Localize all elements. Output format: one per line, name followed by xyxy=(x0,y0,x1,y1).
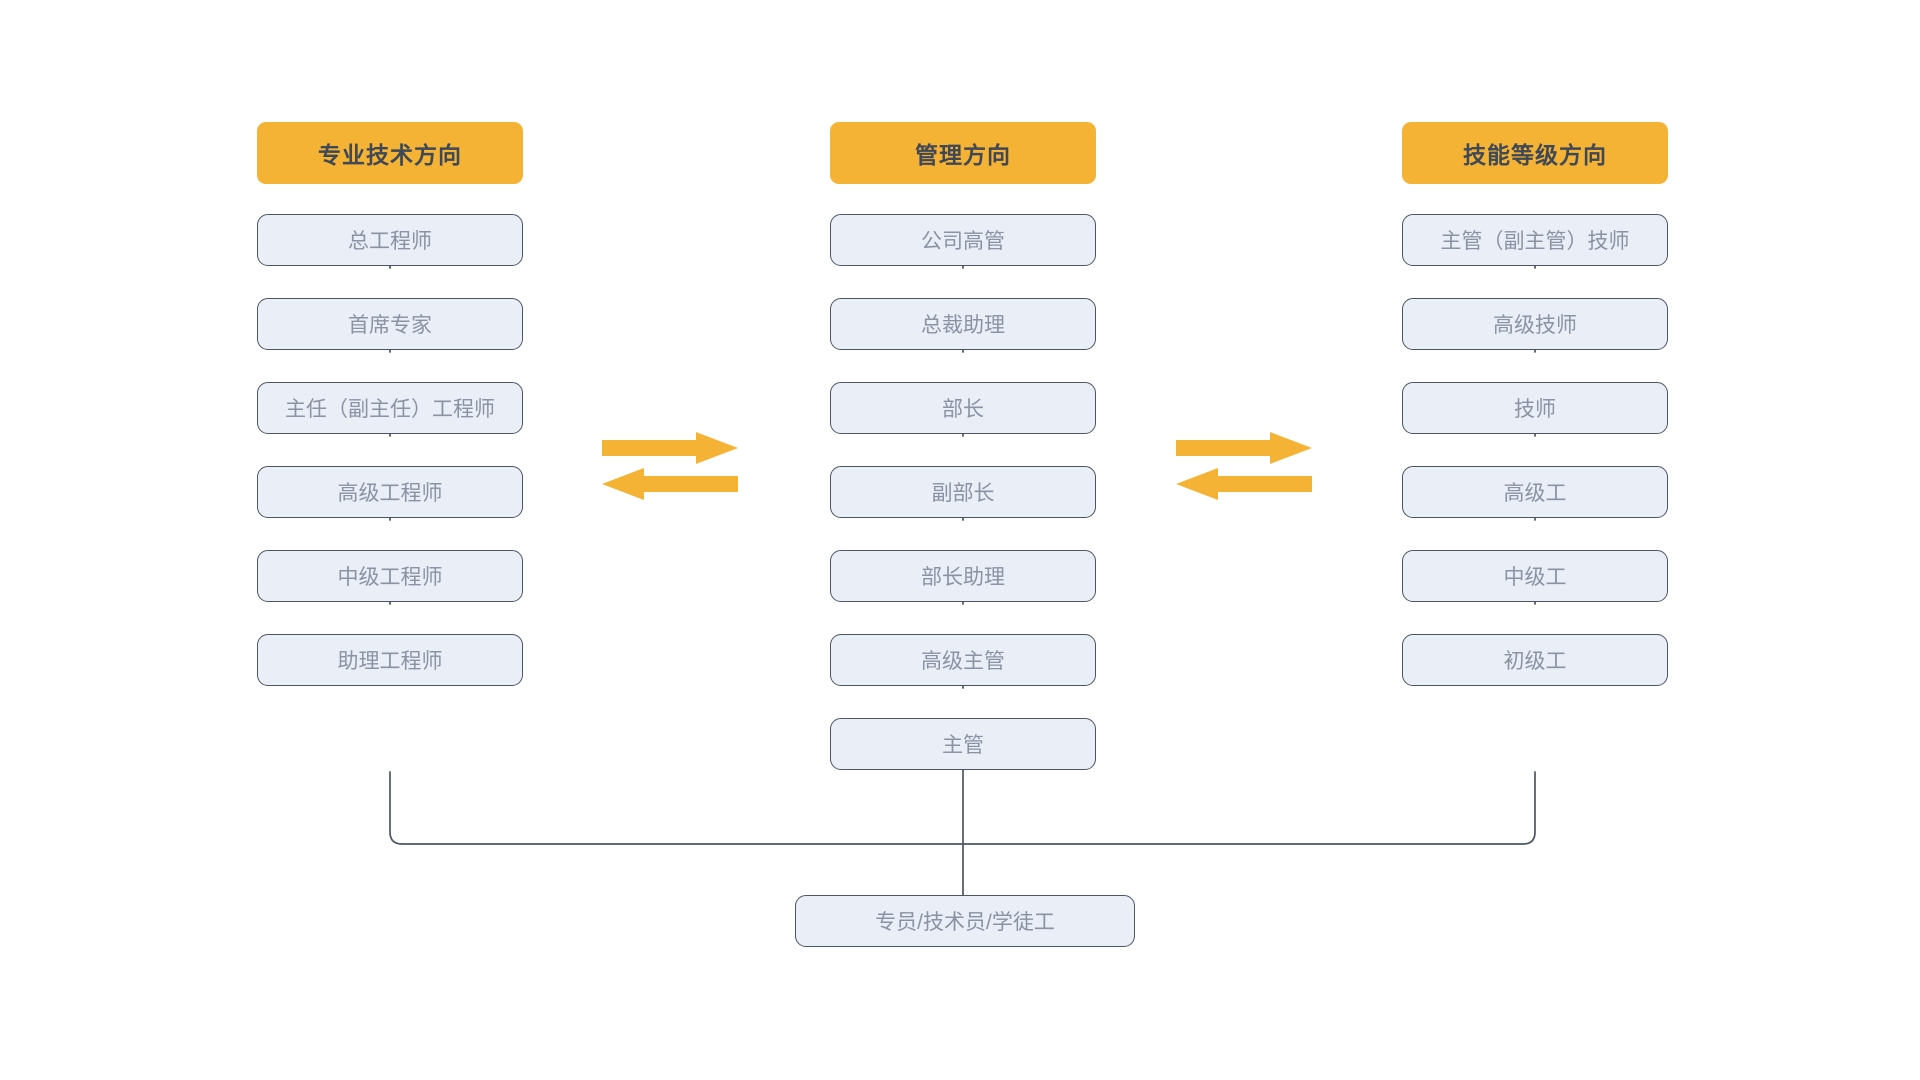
node-skill-6[interactable]: 初级工 xyxy=(1402,634,1668,686)
node-skill-2[interactable]: 高级技师 xyxy=(1402,298,1668,350)
exchange-arrows-icon xyxy=(1176,432,1312,500)
column-management: 管理方向 xyxy=(830,122,1096,184)
node-technical-1[interactable]: 总工程师 xyxy=(257,214,523,266)
arrow-left-icon xyxy=(1176,468,1312,500)
node-management-3[interactable]: 部长 xyxy=(830,382,1096,434)
node-technical-3[interactable]: 主任（副主任）工程师 xyxy=(257,382,523,434)
column-skill: 技能等级方向 xyxy=(1402,122,1668,184)
node-skill-5[interactable]: 中级工 xyxy=(1402,550,1668,602)
exchange-arrows-icon xyxy=(602,432,738,500)
node-management-6[interactable]: 高级主管 xyxy=(830,634,1096,686)
arrow-left-icon xyxy=(602,468,738,500)
column-header-technical: 专业技术方向 xyxy=(257,122,523,184)
connector-bottom-bracket xyxy=(389,771,1536,845)
node-technical-5[interactable]: 中级工程师 xyxy=(257,550,523,602)
arrow-right-icon xyxy=(1176,432,1312,464)
node-management-5[interactable]: 部长助理 xyxy=(830,550,1096,602)
node-technical-4[interactable]: 高级工程师 xyxy=(257,466,523,518)
node-technical-2[interactable]: 首席专家 xyxy=(257,298,523,350)
node-technical-6[interactable]: 助理工程师 xyxy=(257,634,523,686)
node-management-4[interactable]: 副部长 xyxy=(830,466,1096,518)
column-header-management: 管理方向 xyxy=(830,122,1096,184)
arrow-right-icon xyxy=(602,432,738,464)
node-skill-4[interactable]: 高级工 xyxy=(1402,466,1668,518)
node-skill-3[interactable]: 技师 xyxy=(1402,382,1668,434)
node-management-1[interactable]: 公司高管 xyxy=(830,214,1096,266)
column-technical: 专业技术方向 xyxy=(257,122,523,184)
node-skill-1[interactable]: 主管（副主管）技师 xyxy=(1402,214,1668,266)
node-management-2[interactable]: 总裁助理 xyxy=(830,298,1096,350)
node-shared-base[interactable]: 专员/技术员/学徒工 xyxy=(795,895,1135,947)
column-header-skill: 技能等级方向 xyxy=(1402,122,1668,184)
node-management-7[interactable]: 主管 xyxy=(830,718,1096,770)
